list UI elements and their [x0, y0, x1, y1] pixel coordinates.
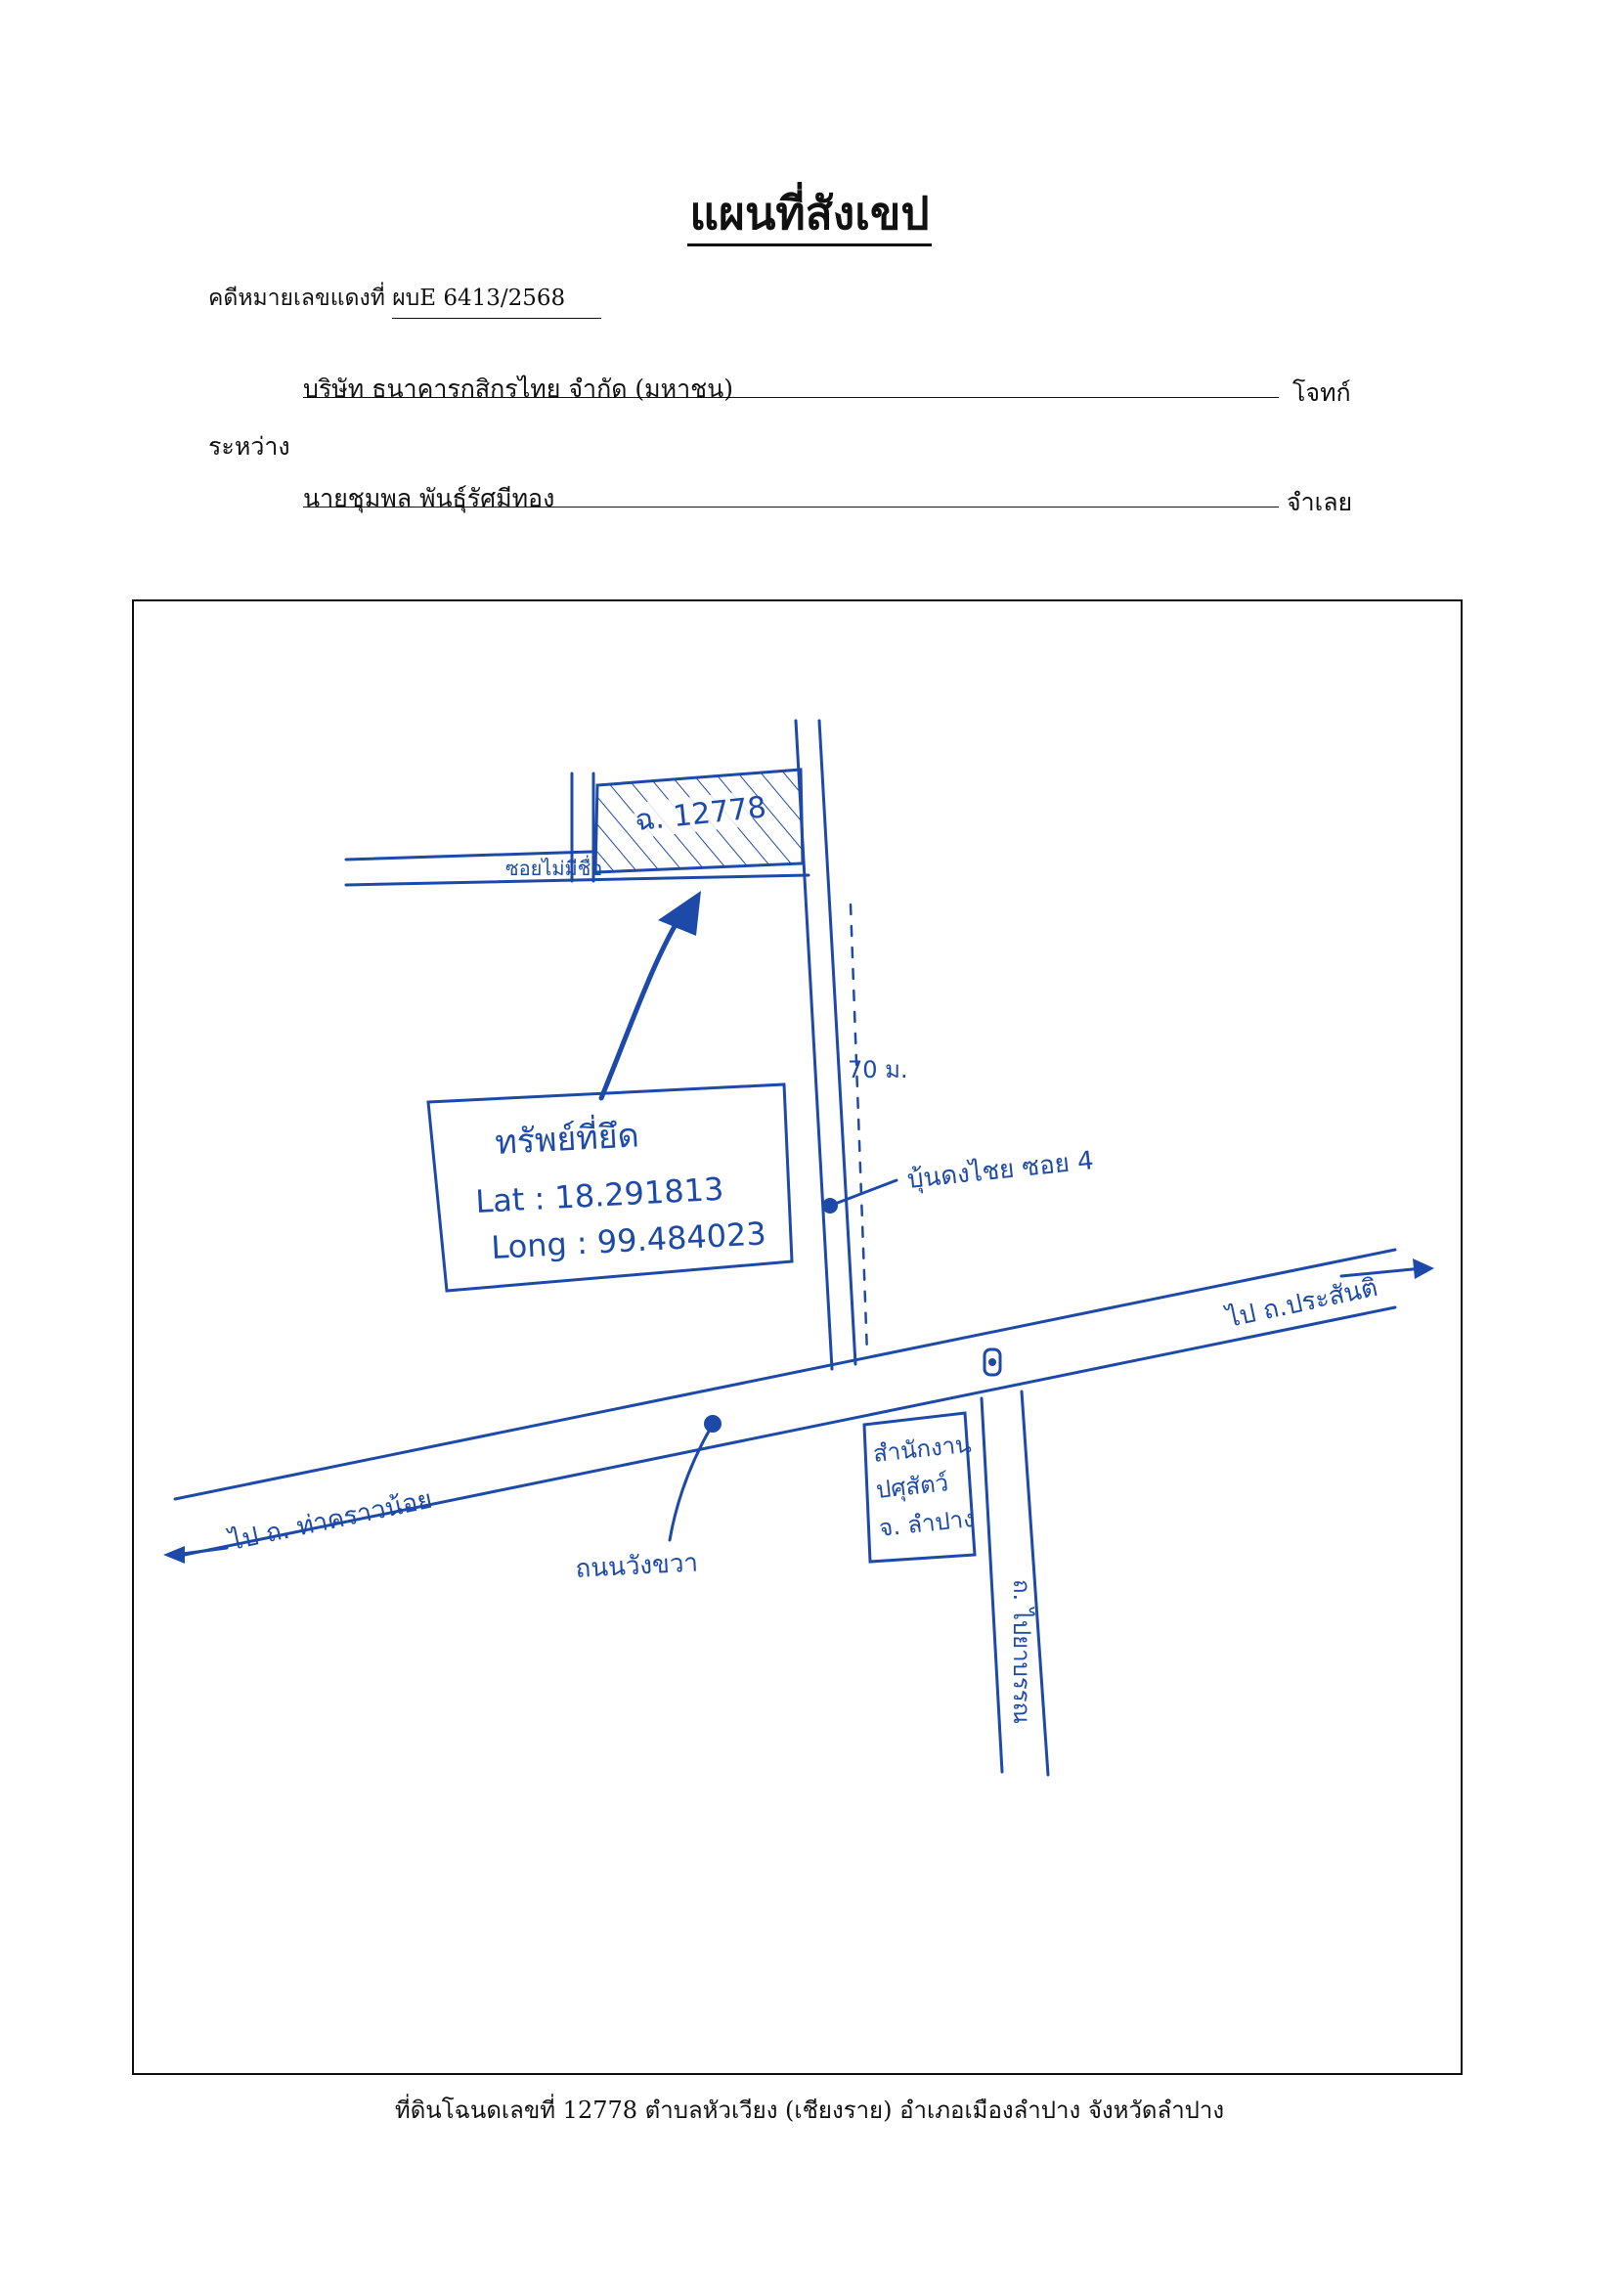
defendant-line: นายชุมพล พันธุ์รัศมีทอง: [303, 479, 1279, 512]
main-road-north-edge: [173, 1248, 1397, 1501]
side-soi-marker: [822, 1198, 838, 1214]
side-soi-label: บุ้นดงไชย ซอย 4: [905, 1145, 1095, 1195]
office-label-line-3: จ. ลำปาง: [878, 1505, 976, 1542]
property-long: Long : 99.484023: [490, 1214, 766, 1266]
property-pointer-arrowhead: [658, 891, 701, 936]
landmark-marker-icon: [983, 1347, 1002, 1377]
plaintiff-line: บริษัท ธนาคารกสิกรไทย จำกัด (มหาชน): [303, 370, 1279, 403]
main-road-label: ถนนวังขวา: [575, 1548, 699, 1584]
property-lat: Lat : 18.291813: [474, 1170, 724, 1220]
between-label: ระหว่าง: [208, 432, 290, 461]
side-road-east-edge: [1020, 1390, 1050, 1777]
plaintiff-name: บริษัท ธนาคารกสิกรไทย จำกัด (มหาชน): [303, 375, 733, 403]
case-label: คดีหมายเลขแดงที่: [208, 286, 385, 311]
right-direction-line: [1339, 1266, 1424, 1278]
office-label-line-1: สำนักงาน: [872, 1431, 973, 1468]
case-number: ผบE 6413/2568: [392, 281, 602, 319]
side-road-label: ถ. ไปยาบรรณ: [1008, 1579, 1035, 1724]
to-left-label: ไป ถ. ท่าคราวน้อย: [225, 1484, 435, 1558]
defendant-role: จำเลย: [1287, 488, 1353, 516]
main-road-leader: [668, 1426, 713, 1542]
soi-north-edge: [344, 850, 593, 861]
property-title: ทรัพย์ที่ยึด: [494, 1112, 640, 1163]
main-road-south-edge: [173, 1305, 1397, 1559]
ns-road-east-edge: [817, 719, 857, 1366]
map-frame: ฉ. 12778 ซอยไม่มีชื่อ ทรัพย์ที่ยึด Lat :…: [132, 599, 1463, 2075]
sketch-map: ฉ. 12778 ซอยไม่มีชื่อ ทรัพย์ที่ยึด Lat :…: [163, 719, 1434, 1777]
distance-dashed-line: [849, 903, 869, 1356]
defendant-name: นายชุมพล พันธุ์รัศมีทอง: [303, 484, 555, 512]
soi-label: ซอยไม่มีชื่อ: [505, 855, 602, 880]
case-line: คดีหมายเลขแดงที่ ผบE 6413/2568: [208, 281, 602, 319]
property-box: [426, 1082, 794, 1293]
right-arrowhead: [1413, 1258, 1434, 1279]
page-title: แผนที่สังเขป: [0, 178, 1619, 249]
property-pointer-arrow: [598, 911, 684, 1101]
soi-south-edge: [344, 873, 810, 887]
distance-label: 70 ม.: [848, 1056, 908, 1083]
left-arrowhead: [163, 1546, 185, 1564]
main-road-marker: [704, 1415, 722, 1433]
plaintiff-role: โจทก์: [1292, 378, 1351, 407]
side-road-west-edge: [980, 1396, 1004, 1774]
footer-land-description: ที่ดินโฉนดเลขที่ 12778 ตำบลหัวเวียง (เชี…: [394, 2097, 1225, 2124]
office-label-line-2: ปศุสัตว์: [875, 1469, 950, 1505]
office-box: [862, 1411, 977, 1564]
side-soi-leader: [828, 1178, 898, 1208]
